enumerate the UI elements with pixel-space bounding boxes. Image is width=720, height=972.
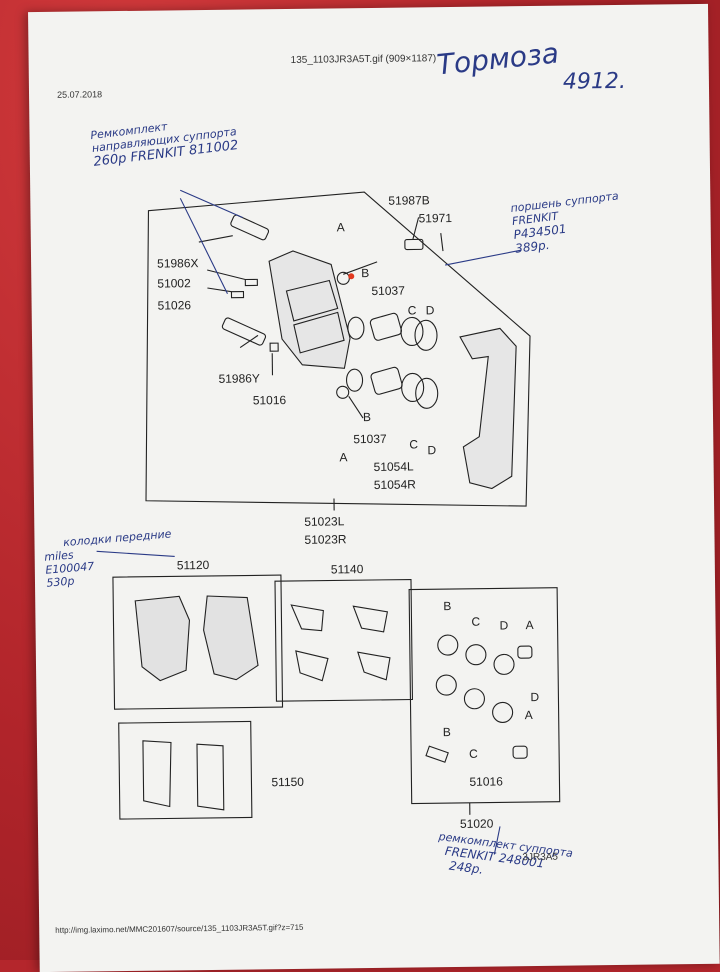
callout-B: B — [363, 410, 371, 424]
part-51150: 51150 — [271, 775, 304, 789]
part-51986X: 51986X — [157, 256, 199, 271]
part-51986Y: 51986Y — [218, 371, 260, 386]
part-51026: 51026 — [158, 298, 192, 312]
callout-D: D — [499, 618, 508, 632]
part-51002: 51002 — [157, 276, 191, 290]
indicator-box — [119, 721, 252, 819]
callout-D: D — [530, 690, 539, 704]
parts-diagram-sheet: 25.07.2018 135_1103JR3A5T.gif (909×1187)… — [28, 4, 720, 972]
part-51054L: 51054L — [374, 459, 414, 473]
part-51016-top: 51016 — [253, 393, 287, 407]
part-51037-bottom: 51037 — [353, 432, 387, 446]
callout-A: A — [337, 220, 345, 234]
callout-C: C — [471, 615, 480, 629]
part-51016-kit: 51016 — [469, 774, 503, 788]
part-51037-top: 51037 — [371, 284, 405, 298]
callout-B: B — [443, 599, 451, 613]
callout-C: C — [408, 303, 417, 317]
part-51023R: 51023R — [304, 532, 346, 547]
callout-B: B — [361, 266, 369, 280]
diagram-code: 3JR3A5 — [522, 852, 558, 863]
part-51140: 51140 — [331, 562, 364, 576]
callout-C: C — [409, 437, 418, 451]
part-51054R: 51054R — [374, 477, 416, 492]
callout-D: D — [426, 303, 435, 317]
part-51987B: 51987B — [388, 193, 430, 208]
callout-C: C — [469, 747, 478, 761]
part-51020: 51020 — [460, 817, 494, 831]
callout-A: A — [339, 450, 347, 464]
part-51120: 51120 — [177, 558, 210, 572]
part-51023L: 51023L — [304, 514, 344, 528]
callout-A: A — [525, 618, 533, 632]
part-51971: 51971 — [418, 211, 452, 225]
callout-A: A — [525, 708, 533, 722]
pads-box — [113, 575, 283, 709]
callout-D: D — [427, 443, 436, 457]
callout-B: B — [443, 725, 451, 739]
shims-box — [275, 580, 412, 702]
